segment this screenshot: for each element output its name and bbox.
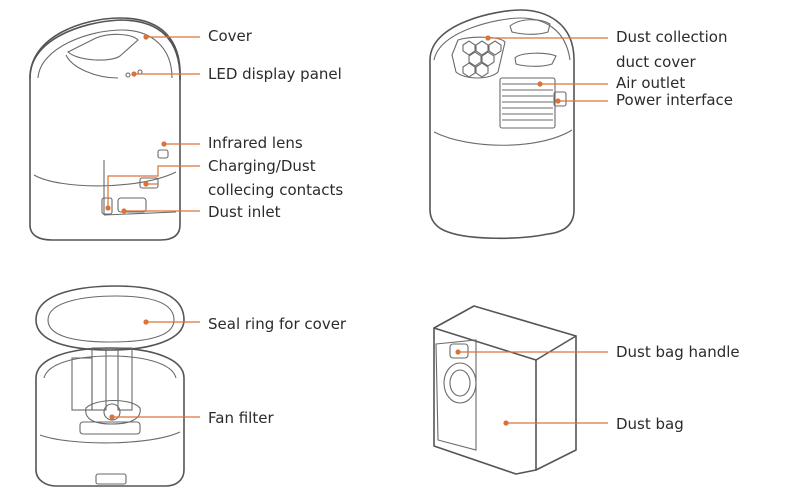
label-power-interface: Power interface bbox=[616, 91, 734, 109]
station-front-view bbox=[29, 17, 181, 241]
label-charging-contacts-line2: collecing contacts bbox=[208, 181, 344, 199]
label-dust-bag-handle: Dust bag handle bbox=[616, 343, 740, 361]
station-open-view bbox=[35, 285, 185, 487]
label-seal-ring: Seal ring for cover bbox=[208, 315, 347, 333]
station-rear-view bbox=[429, 9, 575, 240]
label-dust-collection-line2: duct cover bbox=[616, 53, 696, 71]
label-charging-contacts-line1: Charging/Dust bbox=[208, 157, 316, 175]
label-led-display-panel: LED display panel bbox=[208, 65, 342, 83]
leader-lines bbox=[105, 34, 608, 426]
label-fan-filter: Fan filter bbox=[208, 409, 274, 427]
dust-bag-view bbox=[433, 305, 577, 475]
label-cover: Cover bbox=[208, 27, 252, 45]
label-air-outlet: Air outlet bbox=[616, 74, 686, 92]
label-dust-bag: Dust bag bbox=[616, 415, 684, 433]
label-infrared-lens: Infrared lens bbox=[208, 134, 303, 152]
label-dust-inlet: Dust inlet bbox=[208, 203, 281, 221]
label-dust-collection-line1: Dust collection bbox=[616, 28, 728, 46]
